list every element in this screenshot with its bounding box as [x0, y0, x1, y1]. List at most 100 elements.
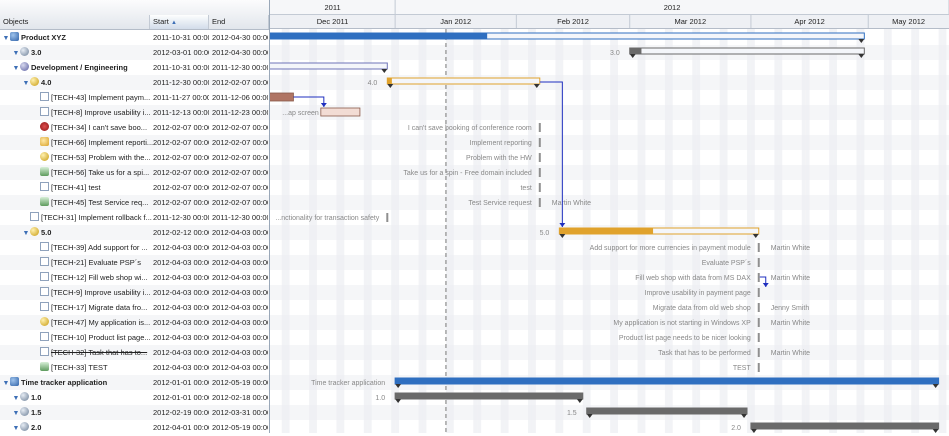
dependency-arrowhead: [320, 103, 327, 107]
task-marker[interactable]: [757, 318, 760, 327]
grid-row[interactable]: [TECH-9] Improve usability i...2012-04-0…: [0, 285, 269, 300]
task-marker[interactable]: [757, 333, 760, 342]
task-marker[interactable]: [757, 243, 760, 252]
task-icon: [40, 242, 49, 251]
task-marker[interactable]: [757, 348, 760, 357]
task-marker[interactable]: [757, 288, 760, 297]
object-cell[interactable]: [TECH-45] Test Service req...: [0, 195, 181, 210]
summary-bar[interactable]: [270, 32, 865, 40]
object-cell[interactable]: [TECH-8] Improve usability i...: [0, 105, 181, 120]
object-cell[interactable]: [TECH-12] Fill web shop wi...: [0, 270, 181, 285]
grid-row[interactable]: [TECH-34] I can't save boo...2012-02-07 …: [0, 120, 269, 135]
weekend-shade: [367, 29, 372, 433]
grid-row[interactable]: [TECH-12] Fill web shop wi...2012-04-03 …: [0, 270, 269, 285]
grid-row[interactable]: [TECH-39] Add support for ...2012-04-03 …: [0, 240, 269, 255]
object-cell[interactable]: [TECH-66] Implement reporti...: [0, 135, 181, 150]
summary-bar[interactable]: [270, 62, 388, 70]
object-cell[interactable]: ▼Time tracker application: [0, 375, 151, 391]
object-cell[interactable]: [TECH-56] Take us for a spi...: [0, 165, 181, 180]
collapse-toggle-icon[interactable]: ▼: [2, 35, 10, 42]
task-marker[interactable]: [386, 213, 389, 222]
object-cell[interactable]: [TECH-21] Evaluate PSP´s: [0, 255, 181, 270]
object-cell[interactable]: [TECH-39] Add support for ...: [0, 240, 181, 255]
object-cell[interactable]: ▼Product XYZ: [0, 30, 151, 46]
object-cell[interactable]: ▼Development / Engineering: [0, 60, 161, 76]
collapse-toggle-icon[interactable]: ▼: [12, 410, 20, 417]
grid-row[interactable]: [TECH-10] Product list page...2012-04-03…: [0, 330, 269, 345]
object-cell[interactable]: [TECH-41] test: [0, 180, 181, 195]
column-header-end[interactable]: End: [209, 15, 269, 29]
collapse-toggle-icon[interactable]: ▼: [12, 395, 20, 402]
object-cell[interactable]: [TECH-33] TEST: [0, 360, 181, 375]
collapse-toggle-icon[interactable]: ▼: [12, 425, 20, 432]
grid-row[interactable]: [TECH-47] My application is...2012-04-03…: [0, 315, 269, 330]
task-marker[interactable]: [538, 183, 541, 192]
task-bar[interactable]: [270, 92, 294, 102]
grid-row[interactable]: [TECH-31] Implement rollback f...2011-12…: [0, 210, 269, 225]
task-marker[interactable]: [757, 303, 760, 312]
task-marker[interactable]: [538, 138, 541, 147]
task-marker[interactable]: [538, 198, 541, 207]
year-header: [270, 0, 949, 14]
grid-row[interactable]: [TECH-45] Test Service req...2012-02-07 …: [0, 195, 269, 210]
object-cell[interactable]: [TECH-34] I can't save boo...: [0, 120, 181, 135]
object-cell[interactable]: [TECH-9] Improve usability i...: [0, 285, 181, 300]
task-marker[interactable]: [757, 363, 760, 372]
task-marker[interactable]: [538, 123, 541, 132]
object-cell[interactable]: ▼2.0: [0, 420, 161, 436]
grid-row[interactable]: [TECH-32] Task that has to...2012-04-03 …: [0, 345, 269, 360]
end-cell: 2011-12-30 00:00: [212, 63, 268, 72]
object-cell[interactable]: [TECH-31] Implement rollback f...: [0, 210, 171, 225]
object-cell[interactable]: ▼4.0: [0, 75, 171, 91]
summary-bar[interactable]: [386, 77, 541, 85]
collapse-toggle-icon[interactable]: ▼: [12, 50, 20, 57]
object-cell[interactable]: [TECH-43] Implement paym...: [0, 90, 181, 105]
grid-row[interactable]: [TECH-56] Take us for a spi...2012-02-07…: [0, 165, 269, 180]
object-cell[interactable]: ▼1.5: [0, 405, 161, 421]
object-cell[interactable]: ▼3.0: [0, 45, 161, 61]
summary-bar[interactable]: [558, 227, 760, 235]
task-marker[interactable]: [757, 273, 760, 282]
grid-row[interactable]: [TECH-17] Migrate data fro...2012-04-03 …: [0, 300, 269, 315]
task-marker[interactable]: [538, 168, 541, 177]
object-cell[interactable]: [TECH-47] My application is...: [0, 315, 181, 330]
collapse-toggle-icon[interactable]: ▼: [2, 380, 10, 387]
object-cell[interactable]: [TECH-32] Task that has to...: [0, 345, 181, 360]
grid-row[interactable]: [TECH-43] Implement paym...2011-11-27 00…: [0, 90, 269, 105]
object-name: [TECH-9] Improve usability i...: [51, 288, 151, 297]
grid-row[interactable]: [TECH-53] Problem with the...2012-02-07 …: [0, 150, 269, 165]
column-header-start[interactable]: Start ▲: [150, 15, 209, 29]
object-cell[interactable]: ▼5.0: [0, 225, 171, 241]
object-cell[interactable]: [TECH-10] Product list page...: [0, 330, 181, 345]
collapse-toggle-icon[interactable]: ▼: [22, 230, 30, 237]
collapse-toggle-icon[interactable]: ▼: [22, 80, 30, 87]
start-cell: 2012-02-12 00:00: [153, 228, 209, 237]
column-header-objects[interactable]: Objects: [0, 15, 150, 29]
object-cell[interactable]: ▼1.0: [0, 390, 161, 406]
grid-row[interactable]: [TECH-8] Improve usability i...2011-12-1…: [0, 105, 269, 120]
task-marker[interactable]: [757, 258, 760, 267]
bar-label: Implement reporting: [470, 140, 532, 147]
object-cell[interactable]: [TECH-17] Migrate data fro...: [0, 300, 181, 315]
object-cell[interactable]: [TECH-53] Problem with the...: [0, 150, 181, 165]
grid-row[interactable]: [TECH-66] Implement reporti...2012-02-07…: [0, 135, 269, 150]
task-marker[interactable]: [538, 153, 541, 162]
task-bar[interactable]: [320, 107, 361, 117]
summary-bar[interactable]: [629, 47, 865, 55]
weekend-shade: [833, 29, 837, 433]
collapse-toggle-icon[interactable]: ▼: [12, 65, 20, 72]
